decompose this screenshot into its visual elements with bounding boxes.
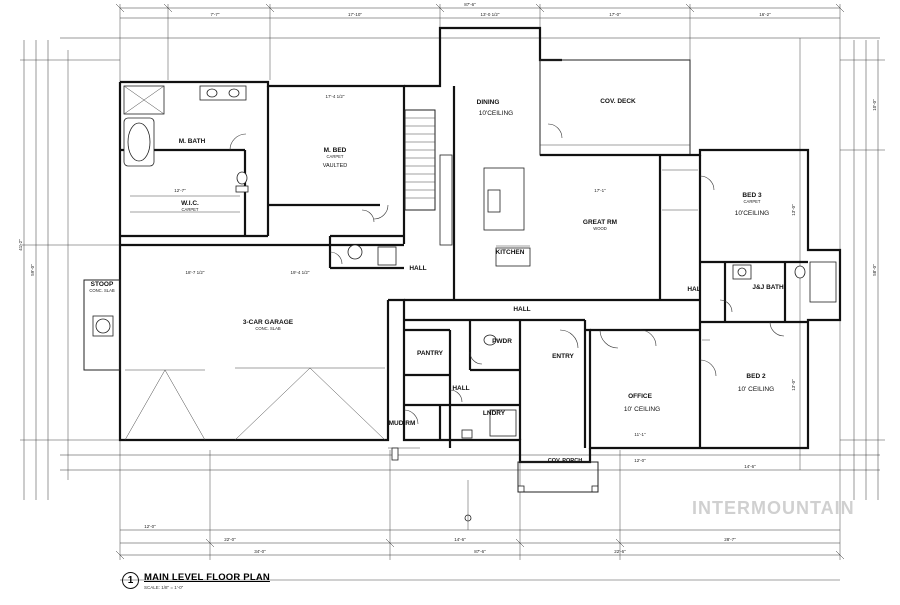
room-dining-ceiling: 10'CEILING [479, 110, 513, 117]
dim-right-1: 58'-0" [872, 264, 877, 276]
room-bed2: BED 2 [746, 373, 766, 380]
dim-garage-w2: 19'-4 1/2" [291, 270, 310, 275]
dim-top-2: 17'-10" [348, 12, 362, 17]
dim-top-4: 17'-0" [609, 12, 621, 17]
room-bed3: BED 3 [742, 192, 762, 199]
room-office: OFFICE [628, 393, 652, 400]
stairs [404, 109, 436, 211]
room-hall-pantry: HALL [452, 385, 469, 392]
room-jj-bath: J&J BATH [752, 284, 784, 291]
room-dining: DINING [477, 99, 500, 106]
room-wic: W.I.C. [181, 200, 199, 207]
fixtures [92, 85, 837, 441]
room-garage: 3-CAR GARAGE [243, 319, 294, 326]
room-lndry: LNDRY [483, 410, 506, 417]
dim-garage-w: 18'-7 1/2" [186, 270, 205, 275]
room-stoop: STOOP [91, 281, 114, 288]
dim-bottom-2: 22'-0" [224, 537, 236, 542]
dim-right-2: 10'-0" [872, 99, 877, 111]
dim-office-w: 11'-1" [634, 432, 646, 437]
dim-mbed-w: 17'-4 1/2" [326, 94, 345, 99]
room-hall-mid: HALL [513, 306, 530, 313]
dim-bed2-d: 13'-0" [791, 379, 796, 391]
room-entry: ENTRY [552, 353, 574, 360]
room-bed2-ceiling: 10' CEILING [738, 386, 774, 393]
dim-top-5: 16'-2" [759, 12, 771, 17]
room-m-bed-note: CARPET [327, 154, 344, 159]
overall-width-top: 87'-6" [464, 2, 476, 7]
room-kitchen: KITCHEN [496, 249, 525, 256]
room-hall-center: HALL [409, 265, 426, 272]
room-garage-note: CONC. SLAB [255, 326, 281, 331]
room-stoop-note: CONC. SLAB [89, 288, 115, 293]
dim-great-w: 17'-1" [594, 188, 606, 193]
dim-top-3: 13'-0 1/2" [481, 12, 500, 17]
room-bed3-note: CARPET [744, 199, 761, 204]
room-cov-porch: COV. PORCH [548, 458, 582, 464]
dim-bottom-4: 14'-6" [454, 537, 466, 542]
dim-left-1: 41'-2" [18, 239, 23, 251]
dim-bed3-d: 13'-0" [791, 204, 796, 216]
dim-14-6: 14'-6" [744, 464, 756, 469]
dim-wic-w: 12'-7" [174, 188, 186, 193]
dim-bottom-6: 28'-7" [724, 537, 736, 542]
exterior-walls [83, 26, 842, 493]
dim-left-2: 59'-0" [30, 264, 35, 276]
dimension-lines: 87'-6" 7'-7" 17'-10" 13'-0 1/2" 17'-0" 1… [18, 2, 885, 560]
room-m-bed-vaulted: VAULTED [323, 163, 348, 169]
dim-12-0: 12'-0" [634, 458, 646, 463]
room-bed3-ceiling: 10'CEILING [735, 210, 769, 217]
dim-bottom-1: 12'-0" [144, 524, 156, 529]
interior-walls [120, 86, 808, 448]
room-pwdr: PWDR [492, 338, 512, 345]
room-wic-note: CARPET [182, 207, 199, 212]
drawing-title: MAIN LEVEL FLOOR PLAN [144, 572, 270, 583]
room-mud-rm: MUD RM [389, 420, 416, 427]
dim-bottom-5: 22'-6" [614, 549, 626, 554]
drawing-number: 1 [122, 572, 139, 589]
room-pantry: PANTRY [417, 350, 444, 357]
door-swings [229, 123, 785, 425]
dim-bottom-3: 34'-0" [254, 549, 266, 554]
drawing-scale: SCALE: 1/8" = 1'-0" [144, 585, 184, 590]
room-m-bed: M. BED [324, 147, 347, 154]
room-great-rm-note: WOOD [593, 226, 607, 231]
drawing-title-block: 1 MAIN LEVEL FLOOR PLAN SCALE: 1/8" = 1'… [116, 570, 416, 600]
room-m-bath: M. BATH [179, 138, 206, 145]
room-great-rm: GREAT RM [583, 219, 617, 226]
room-hall-right: HAL [687, 286, 700, 293]
room-office-ceiling: 10' CEILING [624, 406, 660, 413]
room-labels: M. BATH M. BED CARPET VAULTED W.I.C. CAR… [89, 98, 784, 464]
dim-top-1: 7'-7" [211, 12, 220, 17]
watermark-logo: INTERMOUNTAIN [692, 498, 855, 518]
overall-width-bottom: 87'-6" [474, 549, 486, 554]
interior-dimensions: 18'-7 1/2" 19'-4 1/2" 17'-1" 13'-0" 13'-… [174, 94, 796, 469]
room-cov-deck: COV. DECK [600, 98, 636, 105]
